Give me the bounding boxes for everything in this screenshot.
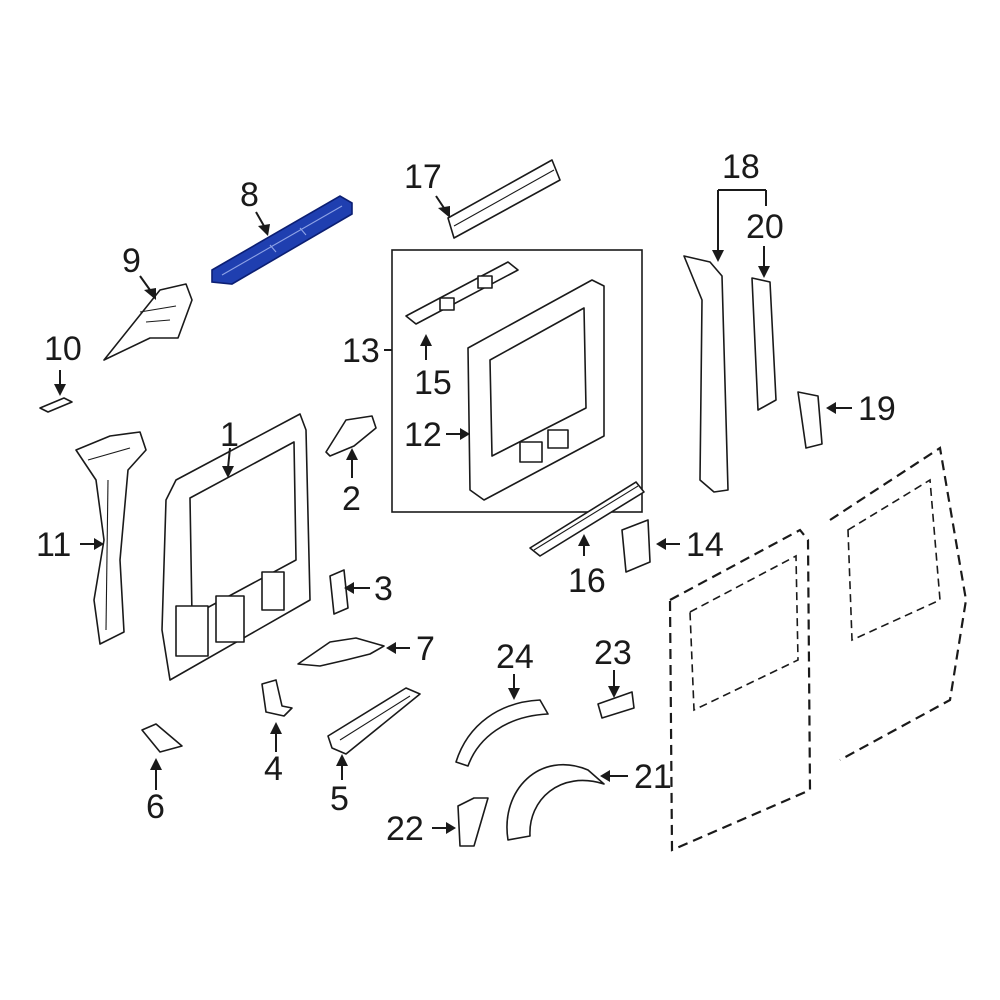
callout-8[interactable]: 8: [240, 176, 259, 214]
callout-20[interactable]: 20: [746, 208, 784, 246]
callout-22[interactable]: 22: [386, 810, 424, 848]
callout-1[interactable]: 1: [220, 416, 239, 454]
part-22[interactable]: [457, 797, 489, 847]
inset-frame-13: [391, 249, 643, 513]
callout-labels: 1 2 3 4 5 6 7 8 9 10 11 12 13 14 15 16 1…: [36, 148, 896, 848]
callout-10[interactable]: 10: [44, 330, 82, 368]
part-20[interactable]: [751, 277, 777, 411]
callout-11[interactable]: 11: [36, 526, 71, 564]
part-7[interactable]: [297, 637, 385, 667]
callout-13[interactable]: 13: [342, 332, 380, 370]
van-body-outline: [668, 446, 968, 852]
part-14[interactable]: [621, 519, 651, 573]
part-19[interactable]: [797, 391, 823, 449]
callout-2[interactable]: 2: [342, 480, 361, 518]
part-5[interactable]: [327, 687, 421, 755]
callout-5[interactable]: 5: [330, 780, 349, 818]
callout-7[interactable]: 7: [416, 630, 435, 668]
part-10[interactable]: [39, 397, 73, 413]
part-24[interactable]: [455, 699, 549, 767]
callout-19[interactable]: 19: [858, 390, 896, 428]
callout-21[interactable]: 21: [634, 758, 672, 796]
leader-lines: [54, 189, 852, 834]
callout-15[interactable]: 15: [414, 364, 452, 402]
part-17[interactable]: [447, 159, 561, 239]
part-9[interactable]: [103, 283, 193, 361]
callout-12[interactable]: 12: [404, 416, 442, 454]
callout-9[interactable]: 9: [122, 242, 141, 280]
part-3[interactable]: [329, 569, 349, 615]
part-15[interactable]: [405, 261, 519, 325]
part-6[interactable]: [141, 723, 183, 753]
part-21[interactable]: [506, 764, 605, 841]
callout-17[interactable]: 17: [404, 158, 442, 196]
callout-18[interactable]: 18: [722, 148, 760, 186]
part-4[interactable]: [261, 679, 293, 717]
callout-23[interactable]: 23: [594, 634, 632, 672]
part-2[interactable]: [325, 415, 377, 457]
callout-6[interactable]: 6: [146, 788, 165, 826]
part-1[interactable]: [161, 413, 311, 681]
part-23[interactable]: [597, 691, 635, 719]
part-11[interactable]: [75, 431, 147, 645]
callout-4[interactable]: 4: [264, 750, 283, 788]
part-12[interactable]: [467, 279, 605, 501]
callout-14[interactable]: 14: [686, 526, 724, 564]
callout-24[interactable]: 24: [496, 638, 534, 676]
callout-16[interactable]: 16: [568, 562, 606, 600]
callout-3[interactable]: 3: [374, 570, 393, 608]
part-8-highlighted[interactable]: [211, 195, 353, 285]
part-16[interactable]: [529, 481, 645, 557]
part-18[interactable]: [683, 255, 729, 493]
